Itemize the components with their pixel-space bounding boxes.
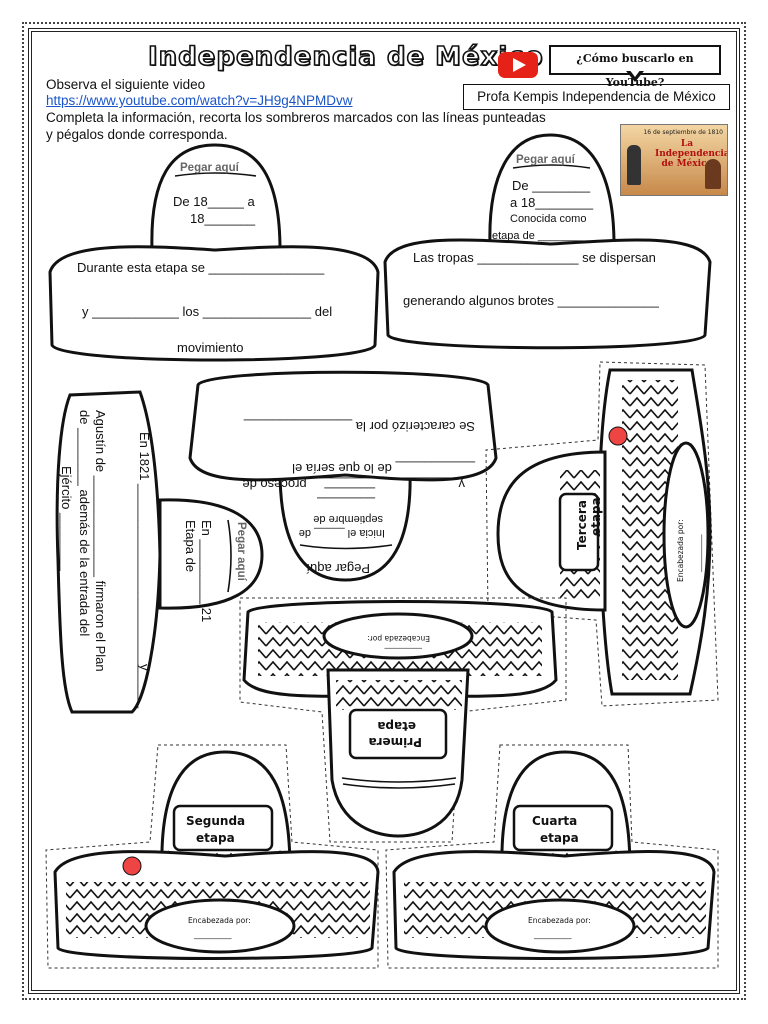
hat1-line2: 18_______ — [190, 211, 256, 226]
instruction-paste: y pégalos donde corresponda. — [46, 127, 228, 142]
hat4-line1: y ____________________ proceso de — [242, 477, 465, 492]
hat3-line1: En 1821 _______________________________ — [137, 432, 152, 709]
hat-1-first-stage: Pegar aquí De 18_____ a 18_______ Durant… — [48, 143, 380, 362]
instruction-complete: Completa la información, recorta los som… — [46, 110, 546, 125]
cuarta-blank: __________ — [533, 930, 572, 939]
thumbnail-date: 16 de septiembre de 1810 — [643, 129, 723, 136]
hat1-line4: y ____________ los _______________ del — [82, 304, 332, 319]
cutout-primera-etapa[interactable]: Primera etapa Encabezada por: __________ — [239, 597, 567, 843]
tercera-label-2: etapa — [589, 497, 603, 536]
cutout-tercera-etapa[interactable]: Tercera etapa Encabezada por: __________ — [485, 361, 719, 707]
hat4-line2: ___________ de lo que sería el — [292, 461, 476, 476]
hat4-line7: ________ — [316, 497, 376, 512]
hat2-line3: Conocida como — [510, 213, 586, 225]
hat4-line5: Inicia el _____ de — [299, 527, 385, 539]
cutout-cuarta-etapa[interactable]: Cuarta etapa Encabezada por: __________ — [385, 744, 719, 969]
hat1-peg-label: Pegar aquí — [180, 162, 240, 174]
hat2-line2: a 18________ — [510, 195, 594, 210]
hat3-line5: y — [137, 664, 152, 671]
thumbnail-figure-2 — [705, 159, 721, 189]
hat2-line6: generando algunos brotes ______________ — [403, 293, 660, 308]
hat-2-second-stage: Pegar aquí De ________ a 18________ Cono… — [383, 133, 712, 350]
primera-label-2: etapa — [377, 719, 416, 733]
tercera-encabezada: Encabezada por: — [676, 519, 685, 582]
hat-3-rotated: Pegar aquí En 1821 _____________________… — [55, 390, 264, 714]
hat4-line6: septiembre de — [313, 513, 383, 525]
hat3-line6: En ____ — [199, 520, 214, 569]
youtube-search-text: Profa Kempis Independencia de México — [463, 84, 730, 110]
hat4-line3: Se caracterizó por la _______________ — [243, 419, 475, 434]
hat1-line1: De 18_____ a — [173, 194, 255, 209]
instruction-observe: Observa el siguiente video — [46, 77, 206, 92]
hat3-peg-label: Pegar aquí — [235, 522, 247, 582]
cuarta-encabezada: Encabezada por: — [528, 916, 591, 925]
hat3-line4: Ejército ________ — [59, 466, 74, 572]
hat2-line4: etapa de __________ — [492, 230, 600, 242]
hat1-line3: Durante esta etapa se ________________ — [77, 260, 325, 275]
thumbnail-figure — [627, 145, 641, 185]
hat3-line8: _____ 21 — [199, 567, 214, 622]
cuarta-label-2: etapa — [540, 831, 579, 845]
segunda-label-2: etapa — [196, 831, 235, 845]
tercera-label-1: Tercera — [575, 500, 589, 550]
segunda-label-1: Segunda — [186, 814, 245, 828]
primera-encabezada: Encabezada por: — [367, 634, 430, 643]
hat-4-upside-down: y ____________________ proceso de ______… — [188, 370, 498, 582]
hat4-peg-label: Pegar aquí — [306, 561, 370, 576]
hat2-line5: Las tropas ______________ se dispersan — [413, 250, 656, 265]
thumbnail-title: La Independencia de México — [655, 139, 728, 169]
primera-label-1: Primera — [369, 735, 422, 749]
cutout-segunda-etapa[interactable]: Segunda etapa Encabezada por: __________ — [45, 744, 380, 969]
hat3-line7: Etapa de — [183, 520, 198, 572]
segunda-encabezada: Encabezada por: — [188, 916, 251, 925]
primera-blank: __________ — [384, 648, 423, 657]
hat3-line2: Agustín de ______________ firmaron el Pl… — [93, 410, 108, 672]
segunda-blank: __________ — [193, 930, 232, 939]
page-title: Independencia de México — [147, 41, 544, 73]
hat2-line1: De ________ — [512, 178, 591, 193]
hat1-line5: movimiento — [177, 340, 243, 355]
tercera-blank: __________ — [693, 534, 702, 573]
cuarta-label-1: Cuarta — [532, 814, 577, 828]
hat3-line3: de ________ además de la entrada del — [77, 410, 92, 636]
youtube-logo-icon — [498, 52, 538, 78]
video-link[interactable]: https://www.youtube.com/watch?v=JH9g4NPM… — [46, 93, 353, 108]
page-border — [22, 22, 746, 1000]
callout-tail — [626, 69, 644, 82]
video-thumbnail[interactable]: 16 de septiembre de 1810 La Independenci… — [620, 124, 728, 196]
hat2-peg-label: Pegar aquí — [516, 154, 576, 166]
hat4-line4: _______ — [324, 487, 376, 502]
